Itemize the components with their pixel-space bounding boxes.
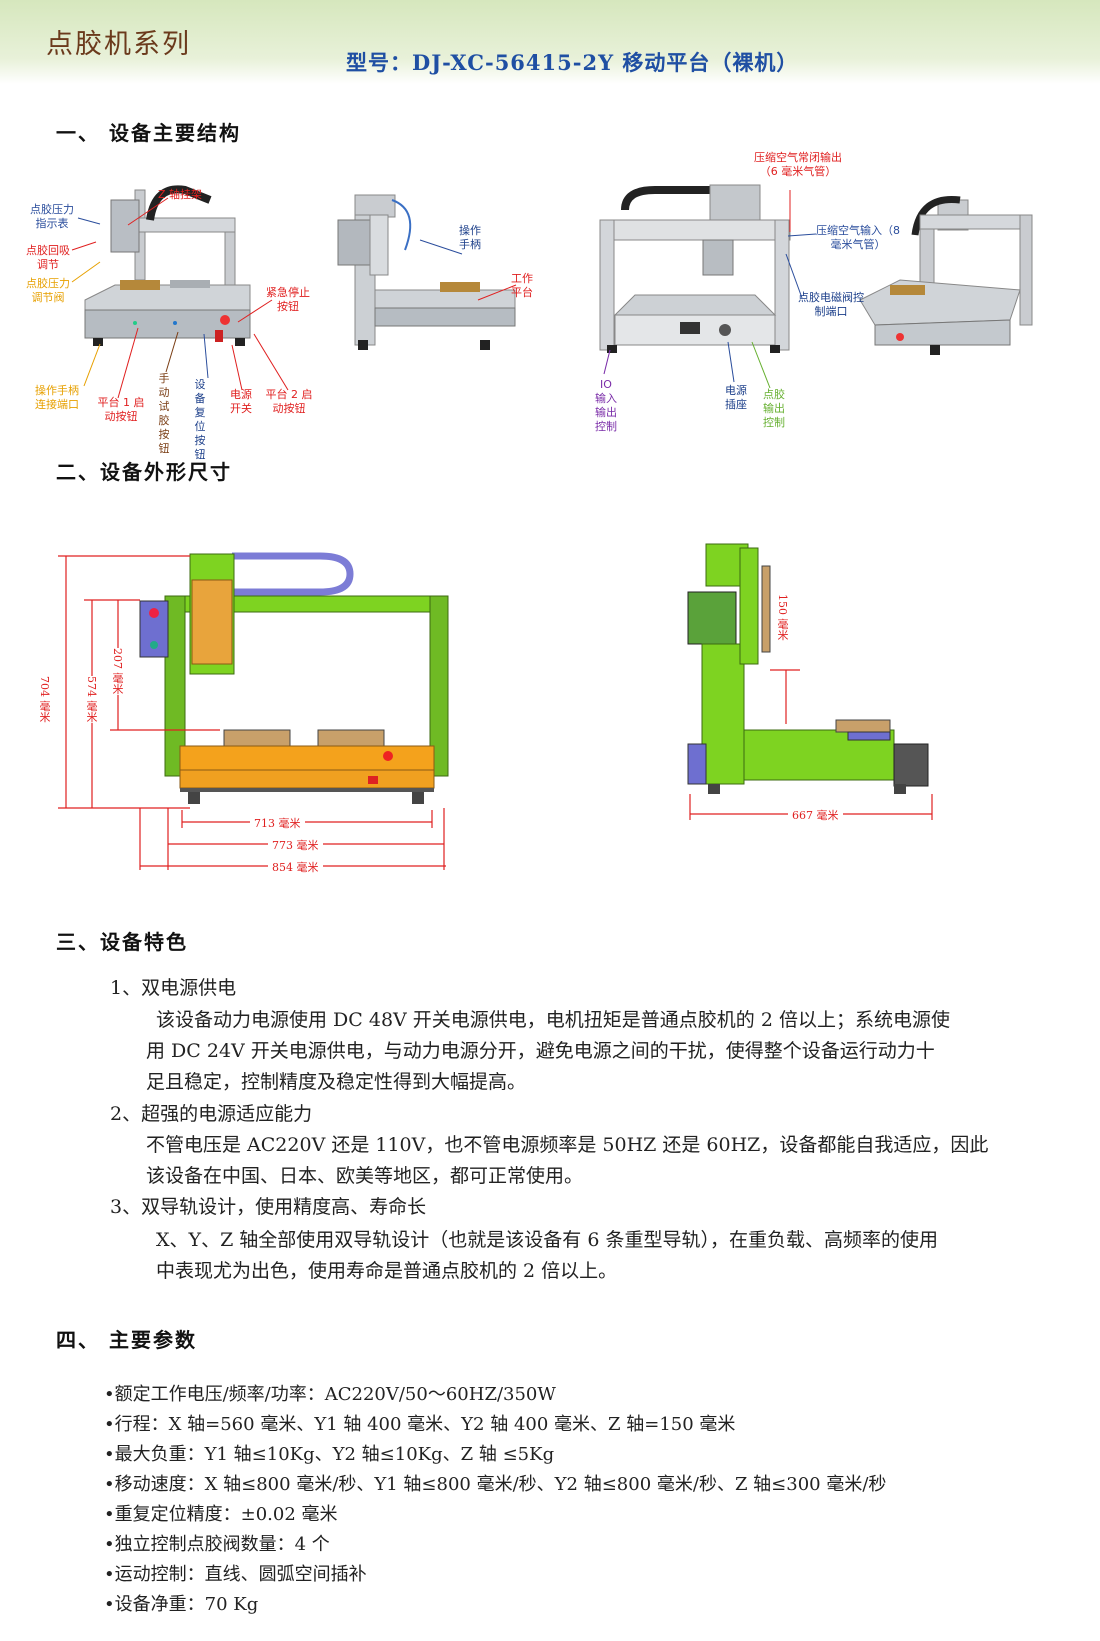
leader-lines — [71, 190, 817, 399]
label-pressure-adjust: 点胶压力调节阀 — [26, 277, 70, 304]
feature-2-line-2: 该设备在中国、日本、欧美等地区，都可正常使用。 — [146, 1165, 584, 1187]
series-title: 点胶机系列 — [46, 29, 191, 60]
dim-773: 773 毫米 — [268, 837, 323, 853]
section-dimensions-heading: 二、设备外形尺寸 — [56, 460, 232, 484]
label-valve-port: 点胶电磁阀控制端口 — [798, 291, 864, 318]
dim-150: 150 毫米 — [776, 594, 789, 641]
feature-1-title: 1、双电源供电 — [110, 977, 237, 999]
label-power-socket: 电源插座 — [725, 384, 747, 411]
section-structure-heading: 一、 设备主要结构 — [56, 121, 241, 145]
back-view-photo — [599, 184, 791, 353]
side-dimension-drawing — [687, 543, 933, 820]
label-pressure-gauge: 点胶压力指示表 — [30, 203, 74, 230]
feature-3-line-1: X、Y、Z 轴全部使用双导轨设计（也就是该设备有 6 条重型导轨），在重负载、高… — [156, 1229, 938, 1251]
dim-854: 854 毫米 — [268, 859, 323, 875]
param-item: •运动控制：直线、圆弧空间插补 — [104, 1564, 367, 1585]
dim-713: 713 毫米 — [250, 815, 305, 831]
param-item: •独立控制点胶阀数量：4 个 — [104, 1534, 330, 1555]
side-view-photo — [337, 194, 516, 350]
label-reset-button: 设备复位按钮 — [194, 378, 206, 461]
label-platform1-start: 平台 1 启动按钮 — [97, 396, 145, 423]
label-io: IO 输入输出控制 — [595, 378, 617, 433]
feature-1-line-1: 该设备动力电源使用 DC 48V 开关电源供电，电机扭矩是普通点胶机的 2 倍以… — [156, 1009, 950, 1031]
label-air-out: 压缩空气常闭输出（6 毫米气管） — [754, 151, 842, 178]
param-item: •行程：X 轴=560 毫米、Y1 轴 400 毫米、Y2 轴 400 毫米、Z… — [104, 1414, 736, 1435]
feature-3-title: 3、双导轨设计，使用精度高、寿命长 — [110, 1196, 427, 1218]
section-params-heading: 四、 主要参数 — [56, 1328, 197, 1352]
front-dimension-drawing — [58, 552, 449, 870]
label-air-in: 压缩空气输入（8 毫米气管） — [816, 224, 900, 251]
label-manual-test: 手动试胶按钮 — [158, 372, 170, 455]
model-title: 型号：DJ-XC-56415-2Y 移动平台（裸机） — [346, 50, 799, 75]
label-z-mount: Z 轴挂架 — [158, 188, 203, 201]
front-view-photo — [84, 185, 251, 346]
label-emergency-stop: 紧急停止按钮 — [266, 286, 310, 313]
feature-3-line-2: 中表现尤为出色，使用寿命是普通点胶机的 2 倍以上。 — [156, 1260, 618, 1282]
header-band — [0, 0, 1100, 84]
dim-207: 207 毫米 — [109, 648, 125, 695]
label-glue-output: 点胶输出控制 — [763, 388, 785, 429]
feature-1-line-2: 用 DC 24V 开关电源供电，与动力电源分开，避免电源之间的干扰，使得整个设备… — [146, 1040, 935, 1062]
param-item: •最大负重：Y1 轴≤10Kg、Y2 轴≤10Kg、Z 轴 ≤5Kg — [104, 1444, 555, 1465]
dim-574: 574 毫米 — [83, 676, 99, 723]
feature-2-title: 2、超强的电源适应能力 — [110, 1103, 313, 1125]
label-work-platform: 工作平台 — [511, 272, 533, 299]
param-item: •设备净重：70 Kg — [104, 1594, 259, 1615]
param-item: •额定工作电压/频率/功率：AC220V/50～60HZ/350W — [104, 1384, 556, 1405]
perspective-photo — [859, 195, 1033, 355]
param-item: •移动速度：X 轴≤800 毫米/秒、Y1 轴≤800 毫米/秒、Y2 轴≤80… — [104, 1474, 887, 1495]
label-handle-port: 操作手柄连接端口 — [35, 384, 79, 411]
feature-2-line-1: 不管电压是 AC220V 还是 110V，也不管电源频率是 50HZ 还是 60… — [146, 1134, 989, 1156]
dim-667: 667 毫米 — [788, 807, 843, 823]
label-platform2-start: 平台 2 启动按钮 — [265, 388, 313, 415]
dim-704: 704 毫米 — [36, 676, 52, 723]
label-power-switch: 电源开关 — [230, 388, 252, 415]
feature-1-line-3: 足且稳定，控制精度及稳定性得到大幅提高。 — [146, 1071, 527, 1093]
label-suction-adjust: 点胶回吸调节 — [26, 244, 70, 271]
param-item: •重复定位精度：±0.02 毫米 — [104, 1504, 338, 1525]
section-features-heading: 三、设备特色 — [56, 930, 188, 954]
label-handle: 操作手柄 — [459, 224, 481, 251]
